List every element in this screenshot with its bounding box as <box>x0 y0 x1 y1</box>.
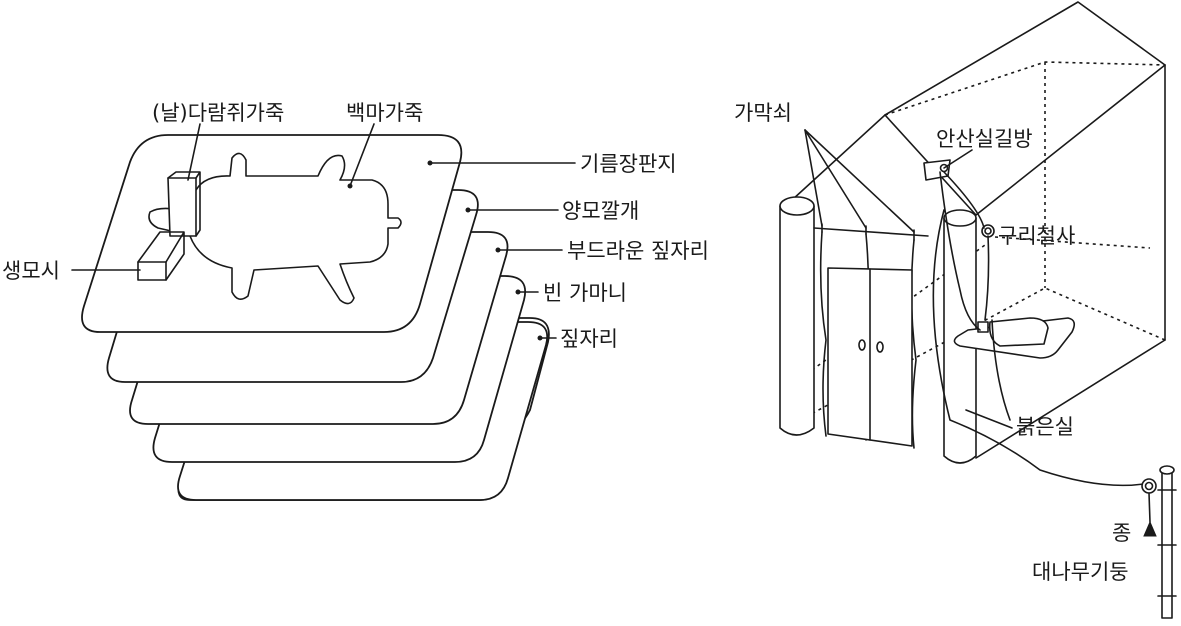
bedding-stack <box>71 123 576 501</box>
leader-red-thread <box>965 409 1013 429</box>
floor-right <box>975 339 1166 459</box>
label-curtain-rod: 가막쇠 <box>734 101 792 125</box>
curtain-roll-left <box>779 205 815 436</box>
label-raw-ramie: 생모시 <box>2 259 60 283</box>
label-horse-leather: 백마가죽 <box>346 101 423 125</box>
hidden-ridge <box>884 61 1166 116</box>
leader-dot <box>537 335 543 341</box>
hidden-copper-line <box>994 236 1151 249</box>
label-birth-room-path: 안산실길방 <box>936 127 1033 151</box>
leader-dot <box>427 160 433 166</box>
curtain-wave-1 <box>819 231 827 437</box>
label-empty-straw-sack: 빈 가마니 <box>543 281 627 305</box>
leader-horse <box>349 123 375 187</box>
copper-wire-ring-inner <box>984 227 992 235</box>
red-thread-outer <box>991 319 1011 421</box>
label-wool-rug: 양모깔개 <box>562 199 639 223</box>
curtain-roll-right-top <box>943 209 977 227</box>
door-knob-left <box>858 339 866 351</box>
leader-squirrel <box>187 123 201 181</box>
bell-cord <box>1148 492 1151 523</box>
ramie-block-side <box>137 231 185 281</box>
squirrel-leather-top <box>167 177 197 237</box>
squirrel-leather-top-side <box>167 171 201 237</box>
leader-path-sign <box>943 149 973 169</box>
label-red-thread: 붉은실 <box>1016 415 1074 439</box>
label-copper-wire: 구리철사 <box>998 224 1075 248</box>
red-thread <box>932 171 1145 487</box>
door-knob-right <box>876 341 884 353</box>
curtain-roll-left-top <box>779 196 815 216</box>
bell-ring-inner <box>1144 481 1154 491</box>
leader-dot <box>465 207 471 213</box>
floor-bedding-inner <box>988 317 1049 347</box>
label-squirrel-leather: (날)다람쥐가죽 <box>152 101 284 125</box>
bell-icon <box>1143 520 1157 537</box>
roof-ridge <box>884 1 1166 116</box>
roof-back-edge <box>975 64 1166 216</box>
leader-dot <box>347 183 353 189</box>
copper-wire <box>943 171 990 321</box>
ramie-block <box>137 261 167 281</box>
label-soft-straw-mat: 부드라운 짚자리 <box>567 239 709 263</box>
floor-bedding-block <box>977 321 989 333</box>
leader-rod-3 <box>804 129 915 233</box>
label-oiled-paper: 기름장판지 <box>580 152 677 176</box>
label-straw-mat: 짚자리 <box>560 327 618 351</box>
bamboo-top <box>1159 465 1175 475</box>
label-bell: 종 <box>1112 521 1131 545</box>
leader-rod-1 <box>804 129 823 227</box>
leader-dot <box>515 289 521 295</box>
leader-rod-2 <box>804 129 867 229</box>
curtain-rod-bar <box>813 227 929 237</box>
leader-dot <box>495 247 501 253</box>
horse-leather <box>148 152 402 305</box>
label-bamboo-pole: 대나무기둥 <box>1032 560 1129 584</box>
birth-room <box>779 1 1177 619</box>
